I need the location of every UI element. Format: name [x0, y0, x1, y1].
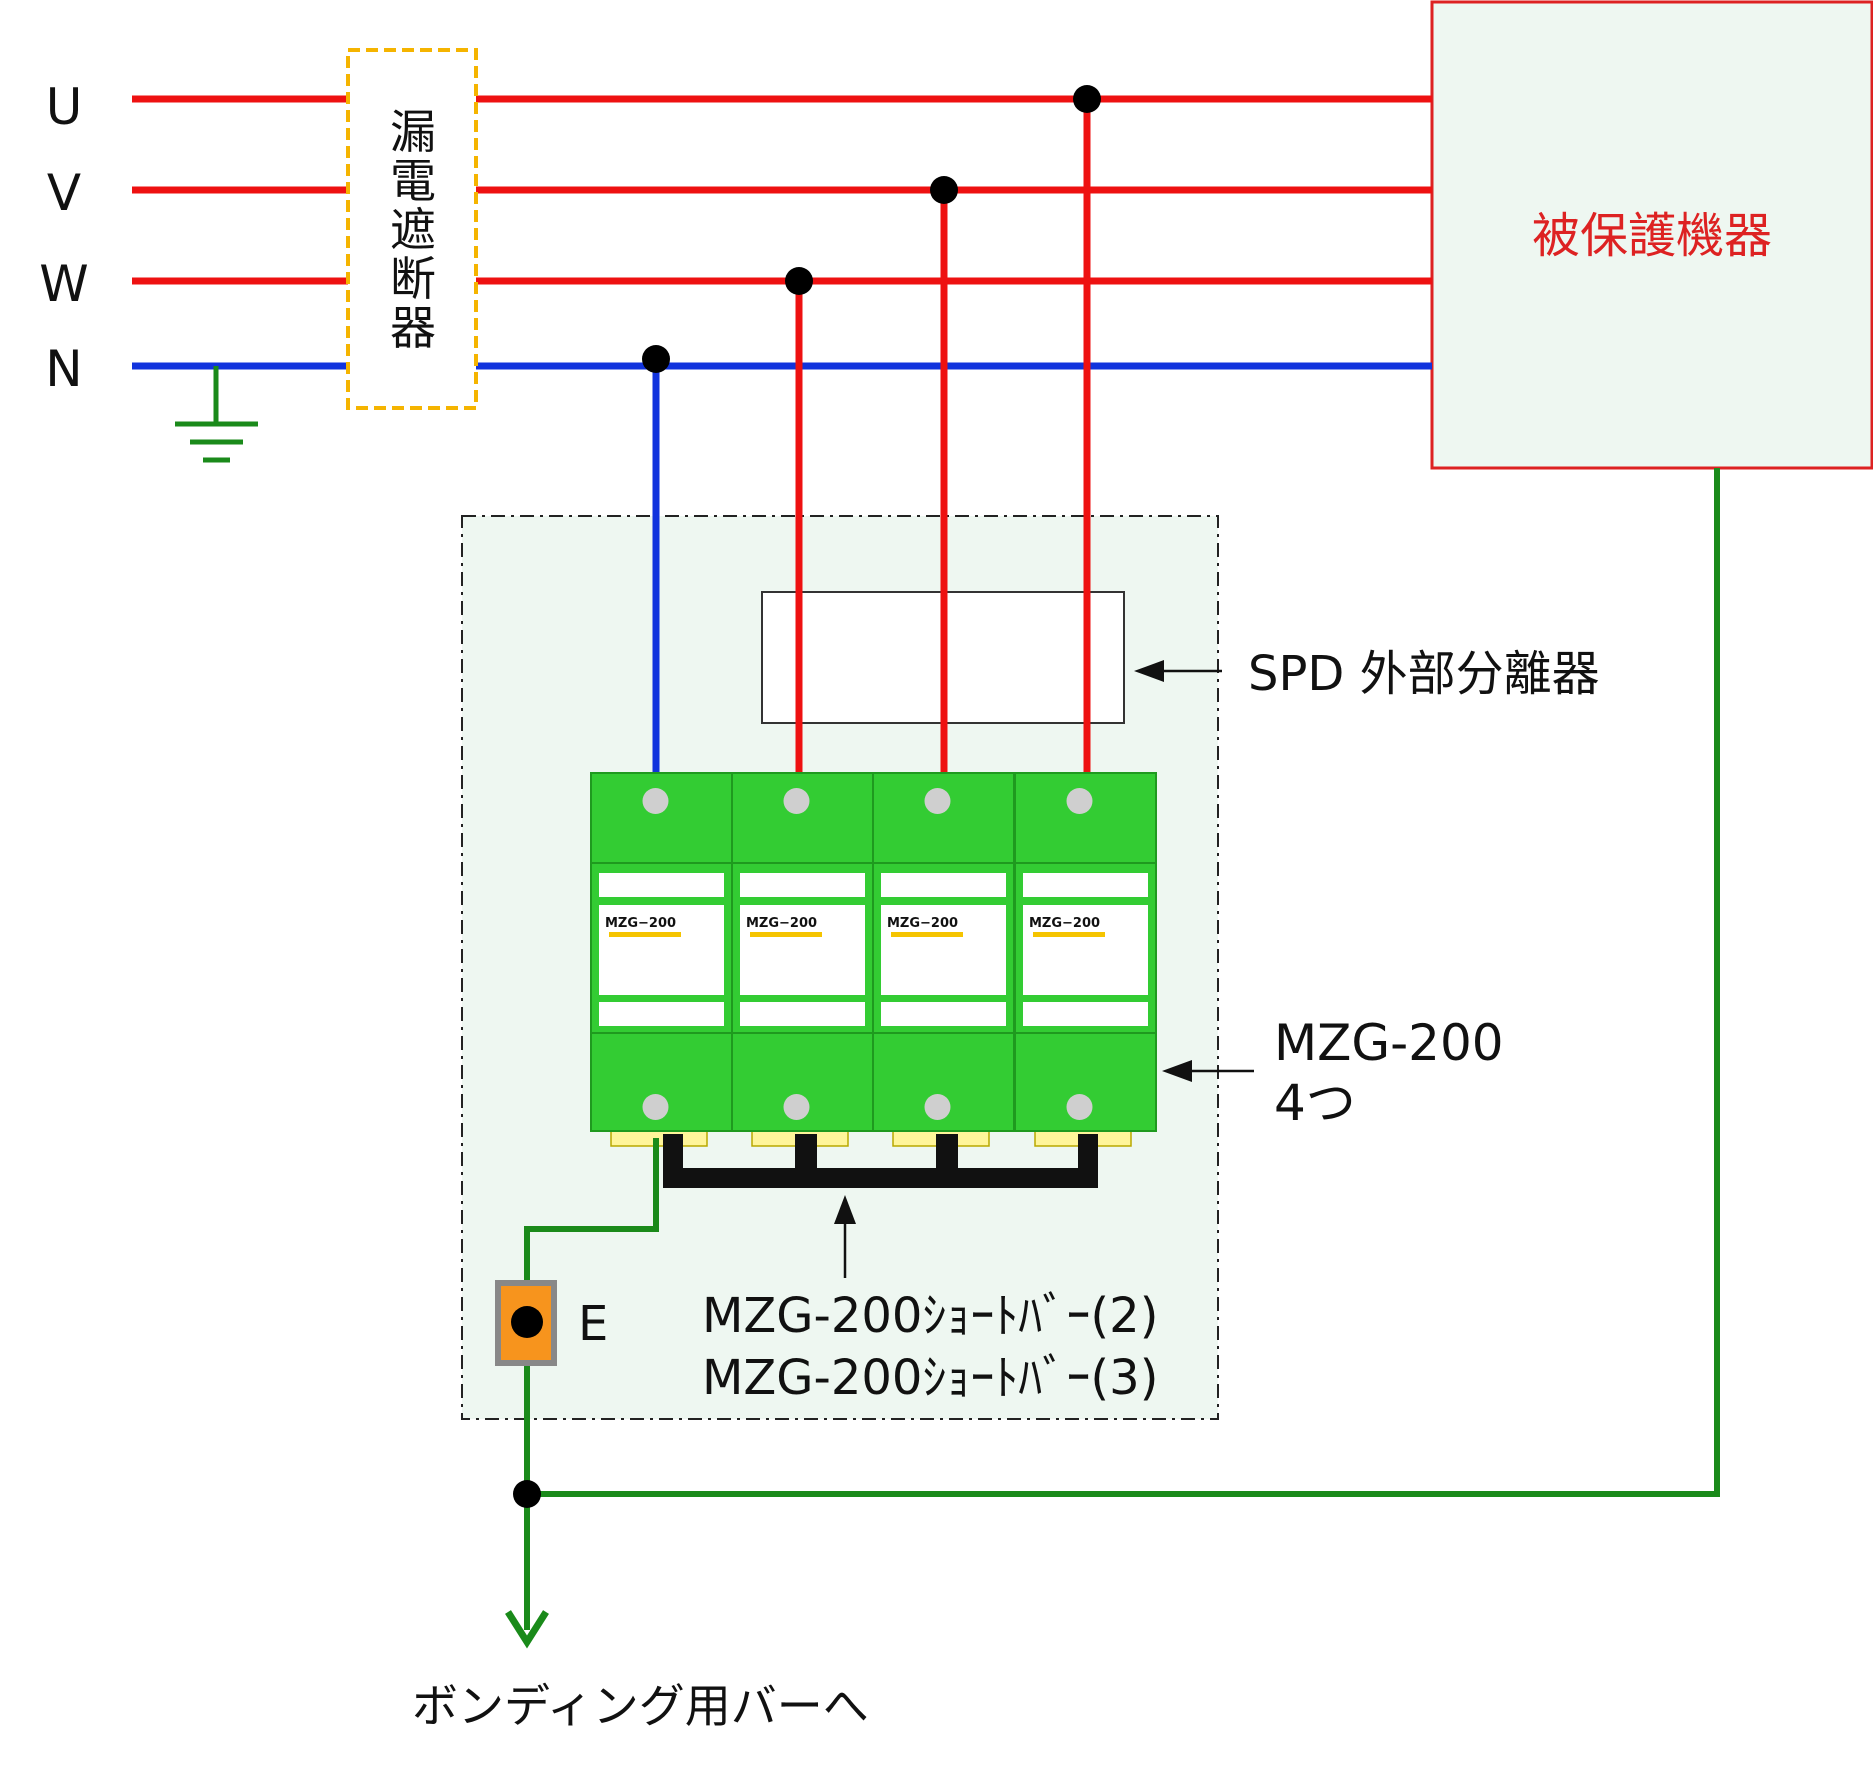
module-window	[881, 1002, 1006, 1026]
terminal-screw-icon	[924, 788, 951, 814]
junction-dot	[642, 345, 670, 373]
module-label-panel	[881, 905, 1006, 995]
module-model-label: MZG−200	[605, 916, 676, 931]
module-label-panel	[599, 905, 724, 995]
arrow-head-icon	[1162, 1060, 1192, 1082]
line-label-n: N	[45, 340, 82, 398]
module-stripe	[1033, 932, 1105, 937]
breaker-label-char: 器	[390, 301, 436, 355]
terminal-screw-icon	[642, 1094, 669, 1120]
short-bar-label-1: MZG-200ｼｮｰﾄﾊﾞｰ(2)	[702, 1288, 1158, 1344]
junction-dot	[785, 267, 813, 295]
module-stripe	[609, 932, 681, 937]
module-label-panel	[1023, 905, 1148, 995]
module-window	[599, 873, 724, 897]
terminal-screw-icon	[783, 1094, 810, 1120]
spd-module: MZG−200	[1014, 772, 1157, 1147]
earth-wire-equipment	[527, 468, 1720, 1497]
module-window	[740, 1002, 865, 1026]
line-label-v: V	[47, 164, 81, 222]
terminal-screw-icon	[924, 1094, 951, 1120]
terminal-screw-icon	[1066, 788, 1093, 814]
module-window	[1023, 1002, 1148, 1026]
module-label-panel	[740, 905, 865, 995]
spd-module: MZG−200	[872, 772, 1015, 1147]
terminal-screw-icon	[642, 788, 669, 814]
breaker-label-char: 漏	[390, 105, 436, 159]
module-stripe	[891, 932, 963, 937]
module-model-label: MZG−200	[887, 916, 958, 931]
mzg-count-label-2: 4つ	[1274, 1074, 1356, 1132]
protected-equipment-box	[1430, 0, 1873, 470]
module-window	[740, 873, 865, 897]
module-stripe	[750, 932, 822, 937]
arrow-head-icon	[1134, 660, 1164, 682]
short-bar-label-2: MZG-200ｼｮｰﾄﾊﾞｰ(3)	[702, 1350, 1158, 1406]
breaker-label-char: 断	[390, 252, 436, 306]
short-bar	[663, 1134, 1098, 1188]
earth-terminal-dot	[511, 1306, 543, 1338]
protected-equipment-label: 被保護機器	[1532, 208, 1772, 264]
module-window	[1023, 873, 1148, 897]
breaker-label-char: 電	[390, 154, 436, 208]
earth-wire-module	[524, 1138, 659, 1322]
line-label-w: W	[39, 255, 88, 313]
arrow-head-icon	[834, 1195, 856, 1224]
spd-module: MZG−200	[590, 772, 733, 1147]
module-window	[599, 1002, 724, 1026]
mzg-count-label-1: MZG-200	[1274, 1014, 1504, 1072]
module-model-label: MZG−200	[746, 916, 817, 931]
junction-dot	[1073, 85, 1101, 113]
bonding-label: ボンディング用バーへ	[412, 1679, 869, 1733]
ground-symbol-icon	[175, 366, 258, 463]
module-window	[881, 873, 1006, 897]
spd-disconnector-label: SPD 外部分離器	[1248, 646, 1600, 702]
terminal-screw-icon	[783, 788, 810, 814]
module-model-label: MZG−200	[1029, 916, 1100, 931]
breaker-label-char: 遮	[390, 203, 436, 257]
junction-dot	[930, 176, 958, 204]
junction-dot	[513, 1480, 541, 1508]
earth-leakage-breaker	[346, 48, 478, 410]
terminal-screw-icon	[1066, 1094, 1093, 1120]
line-label-u: U	[46, 78, 83, 136]
earth-terminal-label: E	[578, 1296, 608, 1352]
spd-module-group: MZG−200 MZG−200 MZG−200 MZG−200	[590, 772, 1157, 1147]
bonding-arrow-head-icon	[505, 1610, 549, 1649]
spd-module: MZG−200	[731, 772, 874, 1147]
